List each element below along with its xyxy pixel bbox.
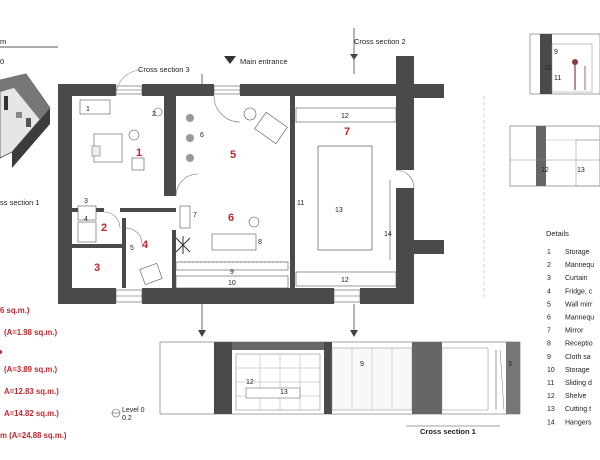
- detail-label: Mannequ: [565, 315, 594, 322]
- wall: [142, 84, 214, 96]
- wall: [414, 240, 444, 254]
- floor-plan: 1 2 3 4 5 6 7 1 2 3 4 5 6 7 8 9 10 11 12…: [58, 56, 444, 304]
- detail-label: Fridge, c: [565, 288, 593, 295]
- room-number-3: 3: [94, 262, 100, 274]
- level-label: Level 0: [122, 407, 145, 414]
- elevation-mid-right: 12 13: [509, 125, 600, 187]
- elevation-number: 12: [541, 167, 549, 174]
- detail-number: 4: [547, 288, 551, 295]
- area-text-1: 6 sq.m.): [0, 306, 30, 315]
- cross-section-2-label: Cross section 2: [354, 37, 406, 46]
- room-number-5: 5: [230, 149, 236, 161]
- elevation-top-right: 9 10 11: [529, 33, 600, 95]
- fixture-number: 1: [86, 106, 90, 113]
- fixture-number: 8: [258, 239, 262, 246]
- area-text-5: A=14.82 sq.m.): [4, 409, 59, 418]
- fixture-number: 13: [335, 207, 343, 214]
- detail-number: 7: [547, 328, 551, 335]
- detail-number: 9: [547, 354, 551, 361]
- cross-section-left-label: ss section 1: [0, 198, 40, 207]
- detail-label: Mannequ: [565, 262, 594, 269]
- elevation-number: 13: [577, 167, 585, 174]
- fixture-number: 11: [297, 200, 304, 207]
- detail-number: 14: [547, 419, 555, 426]
- area-text-6: m (A=24.88 sq.m.): [0, 431, 67, 440]
- detail-label: Receptio: [565, 341, 593, 348]
- detail-label: Shelve: [565, 393, 587, 400]
- wall: [240, 84, 396, 96]
- detail-label: Mirror: [565, 328, 584, 335]
- detail-number: 10: [547, 367, 555, 374]
- fixture-number: 9: [230, 269, 234, 276]
- detail-number: 2: [547, 262, 551, 269]
- cross-section-1-label: Cross section 1: [420, 427, 476, 436]
- wall: [142, 288, 334, 304]
- fixture-number: 7: [193, 212, 197, 219]
- wall: [396, 188, 414, 304]
- elevation-number: 9: [360, 361, 364, 368]
- corner-subtitle: 0: [0, 57, 4, 66]
- detail-number: 6: [547, 315, 551, 322]
- detail-number: 1: [547, 249, 551, 256]
- detail-label: Curtain: [565, 275, 588, 282]
- fixture-number: 3: [84, 198, 88, 205]
- elevation-number: 10: [544, 65, 552, 72]
- cross-section-3-label: Cross section 3: [138, 65, 190, 74]
- wall: [58, 84, 116, 96]
- fixture-number: 12: [341, 277, 349, 284]
- room-number-4: 4: [142, 239, 149, 251]
- fixture-number: 5: [130, 245, 134, 252]
- plant-icon: [175, 236, 191, 254]
- detail-label: Cutting t: [565, 406, 591, 413]
- wall: [396, 56, 414, 170]
- room-number-6: 6: [228, 212, 234, 224]
- fixture-number: 6: [200, 132, 204, 139]
- wall: [414, 84, 444, 98]
- area-bullet: [0, 350, 2, 354]
- elevation-number: 9: [554, 49, 558, 56]
- fixture-number: 14: [384, 231, 392, 238]
- wall: [58, 288, 116, 304]
- detail-number: 13: [547, 406, 555, 413]
- elevation-number: 11: [554, 75, 561, 82]
- detail-label: Wall mirr: [565, 301, 593, 308]
- elevation-number: 13: [280, 389, 288, 396]
- fixture-number: 4: [84, 216, 88, 223]
- elevation-bottom: 12 13 9 3: [159, 341, 521, 415]
- detail-number: 11: [547, 380, 554, 387]
- details-title: Details: [546, 229, 569, 238]
- wall: [164, 96, 176, 196]
- elevation-number: 12: [246, 379, 254, 386]
- fixture-number: 10: [228, 280, 236, 287]
- area-text-3: (A=3.89 sq.m.): [4, 365, 57, 374]
- detail-number: 12: [547, 393, 555, 400]
- elevation-number: 3: [508, 361, 512, 368]
- fixture-number: 12: [341, 113, 349, 120]
- detail-label: Storage: [565, 249, 590, 256]
- detail-number: 5: [547, 301, 551, 308]
- room-number-1: 1: [136, 147, 142, 159]
- detail-number: 8: [547, 341, 551, 348]
- wall: [58, 84, 72, 304]
- detail-number: 3: [547, 275, 551, 282]
- area-text-2: (A=1.98 sq.m.): [4, 328, 57, 337]
- room-number-2: 2: [101, 222, 107, 234]
- wall: [360, 288, 414, 304]
- detail-label: Storage: [565, 367, 590, 374]
- area-text-4: A=12.83 sq.m.): [4, 387, 59, 396]
- entrance-arrow-icon: [224, 56, 236, 64]
- detail-label: Hangers: [565, 419, 592, 426]
- level-value: 0.2: [122, 415, 132, 422]
- axonometric-view: [0, 73, 51, 168]
- section-markers: [198, 28, 485, 337]
- main-entrance-label: Main entrance: [240, 57, 288, 66]
- detail-label: Cloth sa: [565, 354, 591, 361]
- corner-title: m: [0, 37, 6, 46]
- fixture-number: 2: [152, 111, 156, 118]
- room-number-7: 7: [344, 126, 350, 138]
- detail-label: Sliding d: [565, 380, 592, 387]
